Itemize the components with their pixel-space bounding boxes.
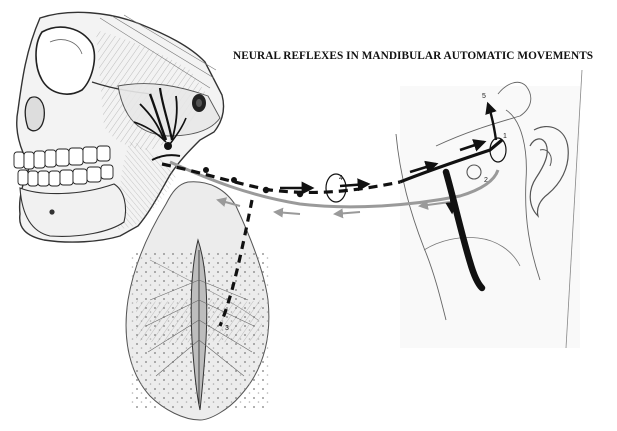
tongue-throat-sketch [396, 70, 582, 348]
marker-3: 3 [225, 325, 229, 332]
figure-title: NEURAL REFLEXES IN MANDIBULAR AUTOMATIC … [233, 50, 615, 62]
marker-5: 5 [482, 93, 486, 100]
marker-2: 2 [484, 177, 488, 184]
marker-1: 1 [503, 133, 507, 140]
marker-4: 4 [339, 175, 343, 182]
